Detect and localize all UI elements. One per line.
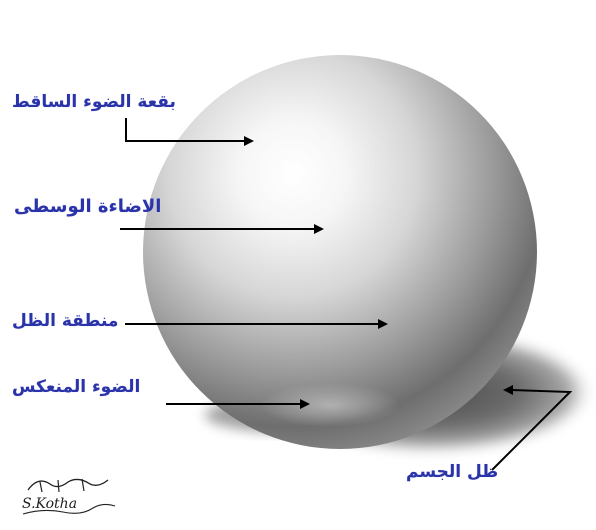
arrow-middle-light (120, 224, 324, 234)
sphere (143, 55, 537, 449)
label-cast-shadow: ظل الجسم (406, 462, 499, 482)
arrow-cast-shadow (491, 385, 573, 471)
svg-text:S.Kotha: S.Kotha (22, 496, 77, 512)
reflected-light-glow (260, 383, 400, 427)
label-highlight: بقعة الضوء الساقط (12, 92, 176, 112)
label-shadow-area: منطقة الظل (12, 311, 119, 331)
label-reflected-light: الضوء المنعكس (12, 377, 141, 397)
arrow-highlight (125, 118, 254, 146)
signature-mark: S.Kotha (22, 478, 116, 515)
arrow-reflected-light (166, 399, 310, 409)
arrow-shadow-area (125, 319, 388, 329)
label-middle-light: الاضاءة الوسطى (14, 196, 162, 217)
